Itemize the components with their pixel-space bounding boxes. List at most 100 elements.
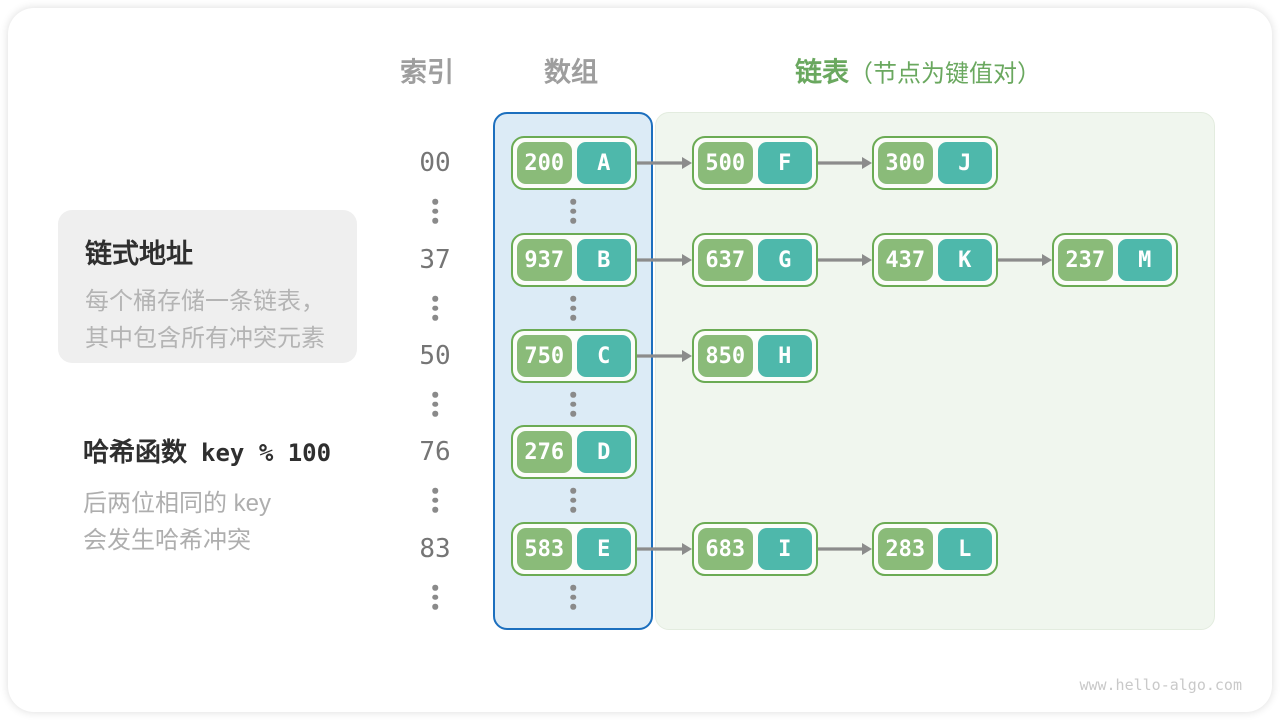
dot [432,217,438,224]
dot [570,391,576,398]
info-box-title: 链式地址 [85,239,193,269]
dot [432,314,438,321]
ellipsis-dots-icon [570,487,576,513]
dot [570,497,576,503]
dot [570,487,576,494]
node-value: F [757,142,812,184]
node-key: 437 [878,239,933,281]
dot [570,295,576,302]
header-linked-list-note: （节点为键值对） [849,60,1041,88]
dot [570,584,576,591]
node-key: 750 [517,335,572,377]
dot [432,208,438,214]
ellipsis-dots-icon [432,295,438,321]
hash-function-label: 哈希函数 [83,437,188,467]
info-box-line2: 其中包含所有冲突元素 [85,325,325,352]
ellipsis-dots-icon [570,295,576,321]
ellipsis-dots-icon [432,584,438,610]
node-value: A [576,142,631,184]
dot [570,217,576,224]
node-key: 583 [517,528,572,570]
dot [432,584,438,591]
node-key: 637 [698,239,753,281]
node-key: 937 [517,239,572,281]
hash-function-title-line: 哈希函数 key % 100 [83,432,331,469]
header-index: 索引 [400,57,454,88]
header-array: 数组 [544,57,598,88]
next-pointer-arrow-icon [818,157,872,169]
node-value: B [576,239,631,281]
node-value: J [937,142,992,184]
ellipsis-dots-icon [570,391,576,417]
dot [570,410,576,417]
next-pointer-arrow-icon [637,254,692,266]
node-value: K [937,239,992,281]
node-value: M [1117,239,1172,281]
header-linked-list-title: 链表 [795,57,849,88]
dot [570,314,576,321]
node-key: 683 [698,528,753,570]
dot [570,208,576,214]
dot [432,410,438,417]
node-key: 850 [698,335,753,377]
header-linked-list: 链表（节点为键值对） [795,51,1041,90]
node-key: 200 [517,142,572,184]
node-value: D [576,431,631,473]
ellipsis-dots-icon [432,487,438,513]
hash-note-line1: 后两位相同的 key [83,490,272,517]
node-value: G [757,239,812,281]
next-pointer-arrow-icon [818,543,872,555]
dot [570,603,576,610]
next-pointer-arrow-icon [818,254,872,266]
dot [432,401,438,407]
next-pointer-arrow-icon [998,254,1052,266]
dot [432,603,438,610]
next-pointer-arrow-icon [637,350,692,362]
node-value: L [937,528,992,570]
bucket-index-label: 76 [419,437,451,467]
ellipsis-dots-icon [432,391,438,417]
dot [570,198,576,205]
dot [432,594,438,600]
bucket-index-label: 83 [419,534,451,564]
dot [570,401,576,407]
node-key: 237 [1058,239,1113,281]
dot [432,506,438,513]
node-key: 283 [878,528,933,570]
node-key: 500 [698,142,753,184]
ellipsis-dots-icon [432,198,438,224]
node-key: 276 [517,431,572,473]
next-pointer-arrow-icon [637,157,692,169]
dot [432,391,438,398]
ellipsis-dots-icon [570,584,576,610]
node-value: I [757,528,812,570]
dot [570,506,576,513]
node-key: 300 [878,142,933,184]
dot [570,594,576,600]
hash-function-formula: key % 100 [201,439,332,467]
bucket-index-label: 37 [419,245,451,275]
chaining-info-box: 链式地址 每个桶存储一条链表， 其中包含所有冲突元素 [58,210,357,363]
info-box-line1: 每个桶存储一条链表， [85,288,325,315]
bucket-index-label: 50 [419,341,451,371]
hash-function-note: 哈希函数 key % 100 后两位相同的 key 会发生哈希冲突 [83,432,331,559]
next-pointer-arrow-icon [637,543,692,555]
bucket-index-label: 00 [419,148,451,178]
hash-note-line2: 会发生哈希冲突 [83,527,251,554]
dot [432,487,438,494]
dot [432,497,438,503]
dot [432,198,438,205]
